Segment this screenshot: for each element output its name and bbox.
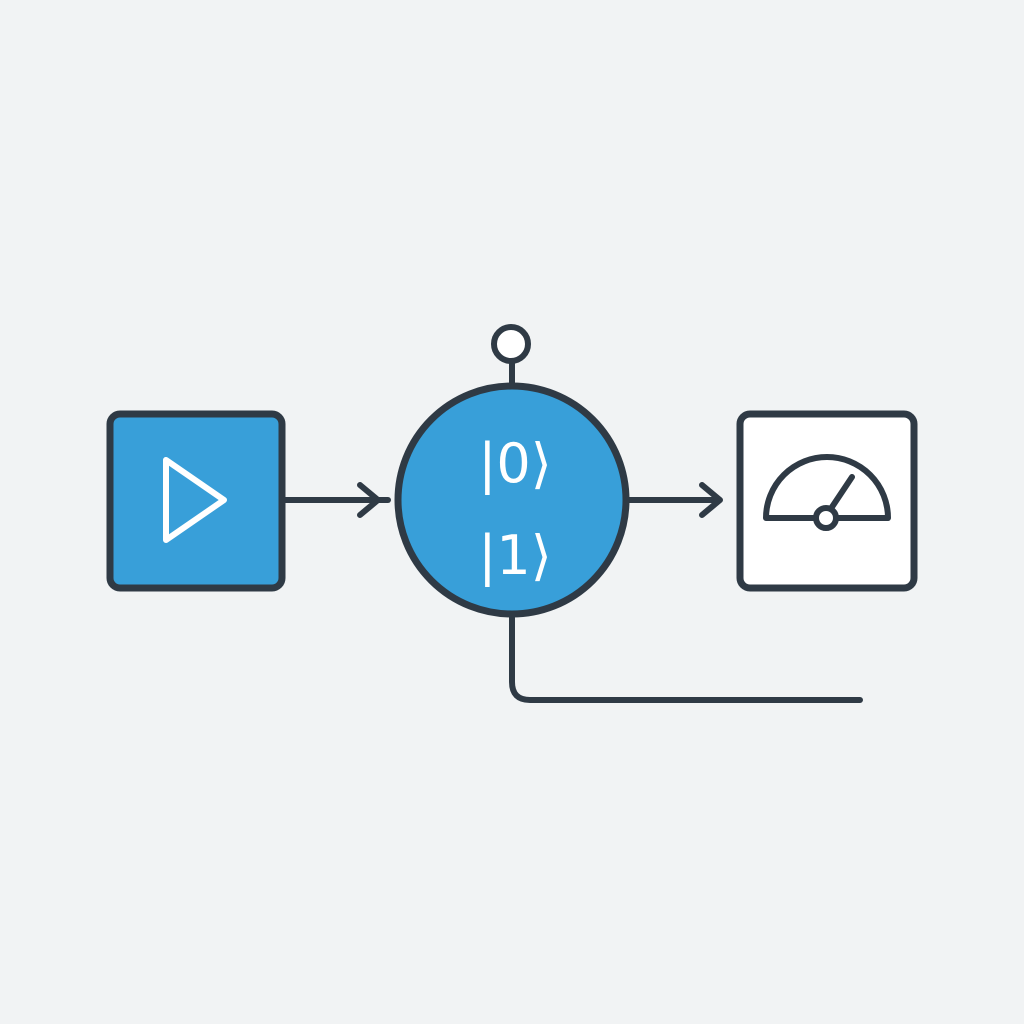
control-node-icon bbox=[491, 324, 531, 364]
qubit-node: |0⟩ |1⟩ bbox=[394, 382, 630, 618]
arrow-right-icon bbox=[357, 482, 381, 518]
measurement-box bbox=[736, 410, 918, 592]
wire-qubit-to-measurement bbox=[623, 482, 723, 518]
measurement-node bbox=[736, 410, 918, 592]
play-icon bbox=[163, 457, 227, 543]
ket-zero-label: |0⟩ bbox=[478, 432, 552, 495]
ket-one-label: |1⟩ bbox=[478, 524, 552, 587]
output-wire bbox=[509, 611, 863, 703]
arrow-right-icon bbox=[699, 482, 723, 518]
gauge-icon bbox=[763, 454, 891, 531]
input-box bbox=[106, 410, 286, 592]
control-stub bbox=[491, 324, 531, 384]
input-node bbox=[106, 410, 286, 592]
wire-input-to-qubit bbox=[279, 482, 391, 518]
